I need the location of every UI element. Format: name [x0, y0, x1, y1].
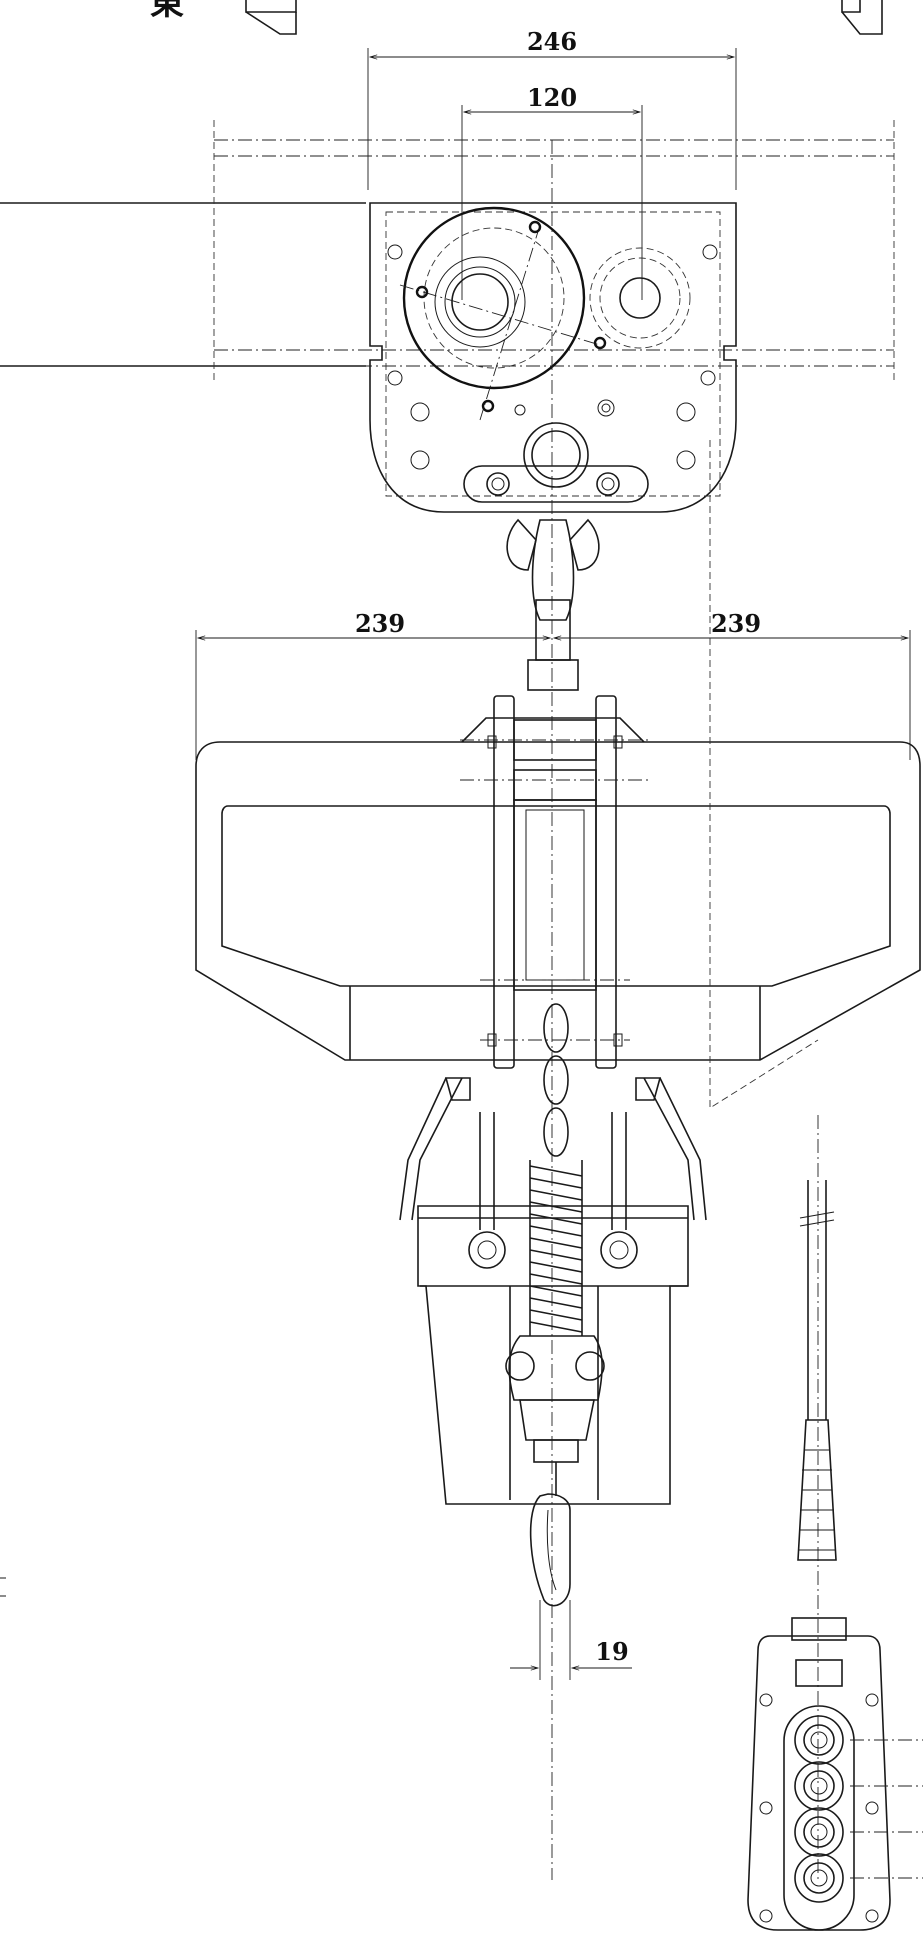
pendant-button-2 [794, 1761, 844, 1811]
pendant-button-4 [794, 1853, 844, 1903]
chain-spring [529, 1160, 583, 1336]
load-chain [543, 1003, 569, 1157]
pendant-cable [797, 1115, 837, 1880]
trolley-frame [369, 140, 737, 1880]
bottom-hook-block [505, 1335, 605, 1607]
pendant-control [747, 1617, 923, 1931]
dim-239-right-label: 239 [711, 609, 761, 638]
dim-120-label: 120 [527, 83, 577, 112]
corner-label: 東 [150, 0, 184, 23]
dimension-19: 19 [510, 1600, 632, 1680]
dimension-239: 239 239 [195, 609, 911, 760]
section-marks: 東 [150, 0, 883, 35]
beam [0, 120, 895, 380]
pendant-button-1 [794, 1715, 844, 1765]
dim-246-label: 246 [527, 27, 577, 56]
hoist-body [195, 440, 921, 1109]
dim-239-left-label: 239 [355, 609, 405, 638]
dim-19-label: 19 [595, 1637, 628, 1666]
dimension-246: 246 [367, 27, 737, 190]
dimension-120: 120 [461, 83, 643, 300]
left-edge-ticks [0, 1577, 6, 1597]
top-hook [506, 518, 600, 691]
chain-container [399, 1077, 707, 1505]
pendant-button-3 [794, 1807, 844, 1857]
